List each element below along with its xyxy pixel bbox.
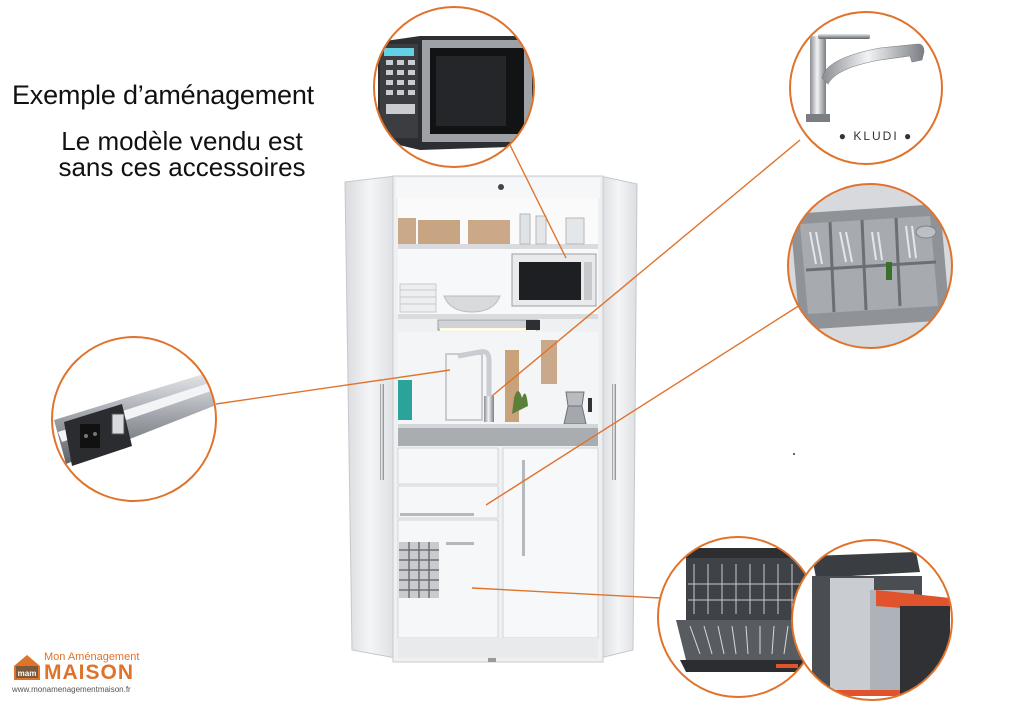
kitchen-cabinet bbox=[344, 175, 638, 663]
kludi-brand: ● KLUDI ● bbox=[839, 129, 914, 143]
disclaimer-line-1: Le modèle vendu est bbox=[61, 126, 303, 156]
microwave bbox=[511, 253, 597, 307]
storage-box bbox=[468, 220, 510, 244]
soap-bottle bbox=[398, 380, 412, 420]
plant bbox=[512, 391, 528, 414]
headline: Exemple d’aménagement bbox=[12, 80, 314, 110]
brand-logo: mam Mon Aménagement MAISON www.monamenag… bbox=[12, 648, 162, 698]
disclaimer-line-2: sans ces accessoires bbox=[58, 152, 306, 182]
callout-lines bbox=[215, 139, 801, 599]
house-icon: mam bbox=[14, 655, 40, 680]
storage-box bbox=[398, 218, 416, 244]
cutlery-tray-callout bbox=[787, 183, 953, 349]
brand-name-top: Mon Aménagement bbox=[44, 651, 140, 663]
coffee-maker bbox=[563, 391, 592, 425]
door-handle bbox=[380, 384, 384, 480]
storage-box bbox=[418, 220, 460, 244]
disclaimer-note: Le modèle vendu est sans ces accessoires bbox=[22, 128, 342, 180]
microwave-callout bbox=[373, 6, 535, 168]
faucet-callout: ● KLUDI ● bbox=[789, 11, 943, 165]
waste-bin-callout bbox=[791, 539, 953, 701]
door-handle bbox=[612, 384, 616, 480]
logo-badge: mam bbox=[18, 669, 37, 678]
brand-url: www.monamenagementmaison.fr bbox=[12, 685, 131, 694]
led-bar-callout bbox=[51, 336, 217, 502]
brand-name-main: MAISON bbox=[44, 661, 134, 684]
faucet bbox=[457, 349, 494, 422]
